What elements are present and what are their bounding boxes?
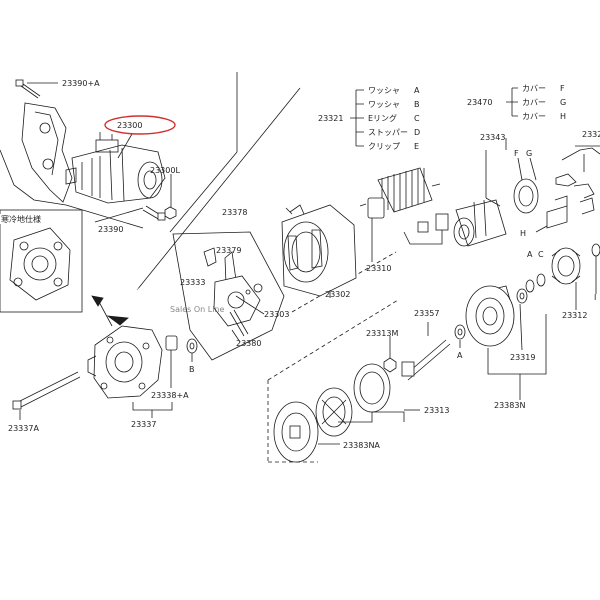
- cover-item-3-code: H: [560, 112, 566, 121]
- callout-a-right: A: [527, 250, 533, 259]
- solenoid-23343: [453, 150, 507, 247]
- cover-item-2-name: カバー: [522, 98, 546, 107]
- label-23319: 23319: [510, 353, 535, 362]
- label-23383na: 23383NA: [343, 441, 380, 450]
- letter-callouts: F G H A C I A B: [189, 149, 596, 374]
- callout-b: B: [189, 365, 195, 374]
- cover-item-3-name: カバー: [522, 112, 546, 121]
- highlight-oval-23300: [104, 115, 176, 135]
- sol-watermark: SOL Sales On Line: [125, 287, 225, 315]
- kit-item-5-name: クリップ: [368, 142, 400, 151]
- kit-item-1-name: ワッシャ: [368, 86, 400, 95]
- cover-item-2-code: G: [560, 98, 566, 107]
- nut-23300l: [164, 174, 177, 220]
- cover-g: [529, 157, 537, 181]
- bushing-23338a: [165, 335, 178, 388]
- label-23379: 23379: [216, 246, 241, 255]
- part-labels: 23390+A 23300 23300L 23390 23378 23379 2…: [8, 78, 600, 450]
- end-plate-23383na: [273, 401, 340, 463]
- callout-c: C: [538, 250, 544, 259]
- kit-item-2-code: B: [414, 100, 420, 109]
- callout-g: G: [526, 149, 532, 158]
- kit-item-3-name: Eリング: [368, 113, 397, 123]
- callout-a-center: A: [457, 351, 463, 360]
- inset-label: 寒冷地仕様: [1, 214, 41, 224]
- clutch-23383n: [465, 285, 515, 347]
- kit-23321-list: ワッシャ A ワッシャ B Eリング C ストッパー D クリップ E: [368, 86, 420, 151]
- label-23313: 23313: [424, 406, 449, 415]
- label-23302: 23302: [325, 290, 350, 299]
- washer-c: [536, 273, 546, 287]
- label-23380: 23380: [236, 339, 261, 348]
- label-23312: 23312: [562, 311, 587, 320]
- gear-23313-b: [315, 387, 353, 437]
- connector-lead: [403, 213, 449, 245]
- washer-a-center: [454, 324, 466, 348]
- clips-23322: [555, 145, 600, 215]
- through-bolt-23337a: [12, 371, 81, 410]
- cover-item-1-code: F: [560, 84, 565, 93]
- label-23337a: 23337A: [8, 424, 39, 433]
- label-23378: 23378: [222, 208, 247, 217]
- kit-23470-list: カバー F カバー G カバー H: [522, 84, 566, 121]
- watermark-tagline: Sales On Line: [170, 305, 224, 314]
- arrow-inset-to-housing: [91, 295, 129, 327]
- label-23310: 23310: [366, 264, 391, 273]
- engine-bracket: [21, 102, 73, 203]
- bushing-23319: [516, 288, 528, 351]
- label-23390a: 23390+A: [62, 79, 100, 88]
- callout-i: I: [594, 293, 596, 302]
- label-23321: 23321: [318, 114, 343, 123]
- kit-item-1-code: A: [414, 86, 420, 95]
- watermark-logo: SOL: [125, 287, 141, 296]
- kit-item-5-code: E: [414, 142, 419, 151]
- label-23470: 23470: [467, 98, 492, 107]
- label-23303: 23303: [264, 310, 289, 319]
- cover-h: [535, 195, 568, 233]
- front-housing-23337: [87, 325, 163, 399]
- kit-item-3-code: C: [414, 114, 420, 123]
- washer-b-front: [186, 338, 198, 362]
- label-23357: 23357: [414, 309, 439, 318]
- label-23338a: 23338+A: [151, 391, 189, 400]
- callout-f: F: [514, 149, 519, 158]
- cold-climate-inset: [0, 209, 83, 313]
- label-23300l: 23300L: [150, 166, 180, 175]
- washer-a-right: [525, 279, 535, 293]
- e-ring-i: [591, 243, 600, 294]
- callout-h: H: [520, 229, 526, 238]
- inset-plate: [9, 227, 71, 301]
- kit-item-4-code: D: [414, 128, 420, 137]
- label-23337: 23337: [131, 420, 156, 429]
- installed-starter-view: [0, 79, 177, 229]
- label-23383n: 23383N: [494, 401, 525, 410]
- label-23333: 23333: [180, 278, 205, 287]
- bolt-23390a: [15, 79, 58, 99]
- kit-item-2-name: ワッシャ: [368, 100, 400, 109]
- yoke-23302: [281, 204, 357, 298]
- starter-assembly-23300: [65, 132, 166, 204]
- kit-item-4-name: ストッパー: [368, 128, 408, 137]
- lever-subassembly-23378: [172, 231, 285, 361]
- label-23300: 23300: [117, 121, 142, 130]
- cover-f: [513, 157, 539, 214]
- label-23313m: 23313M: [366, 329, 398, 338]
- gear-23313-a: [353, 363, 391, 413]
- label-23390: 23390: [98, 225, 123, 234]
- pinion-23312: [551, 247, 581, 310]
- armature-23310: [359, 167, 441, 262]
- nut-23313m: [383, 336, 397, 373]
- label-23343: 23343: [480, 133, 505, 142]
- cover-item-1-name: カバー: [522, 84, 546, 93]
- bolt-23390: [142, 205, 166, 221]
- shaft-23357: [401, 322, 451, 381]
